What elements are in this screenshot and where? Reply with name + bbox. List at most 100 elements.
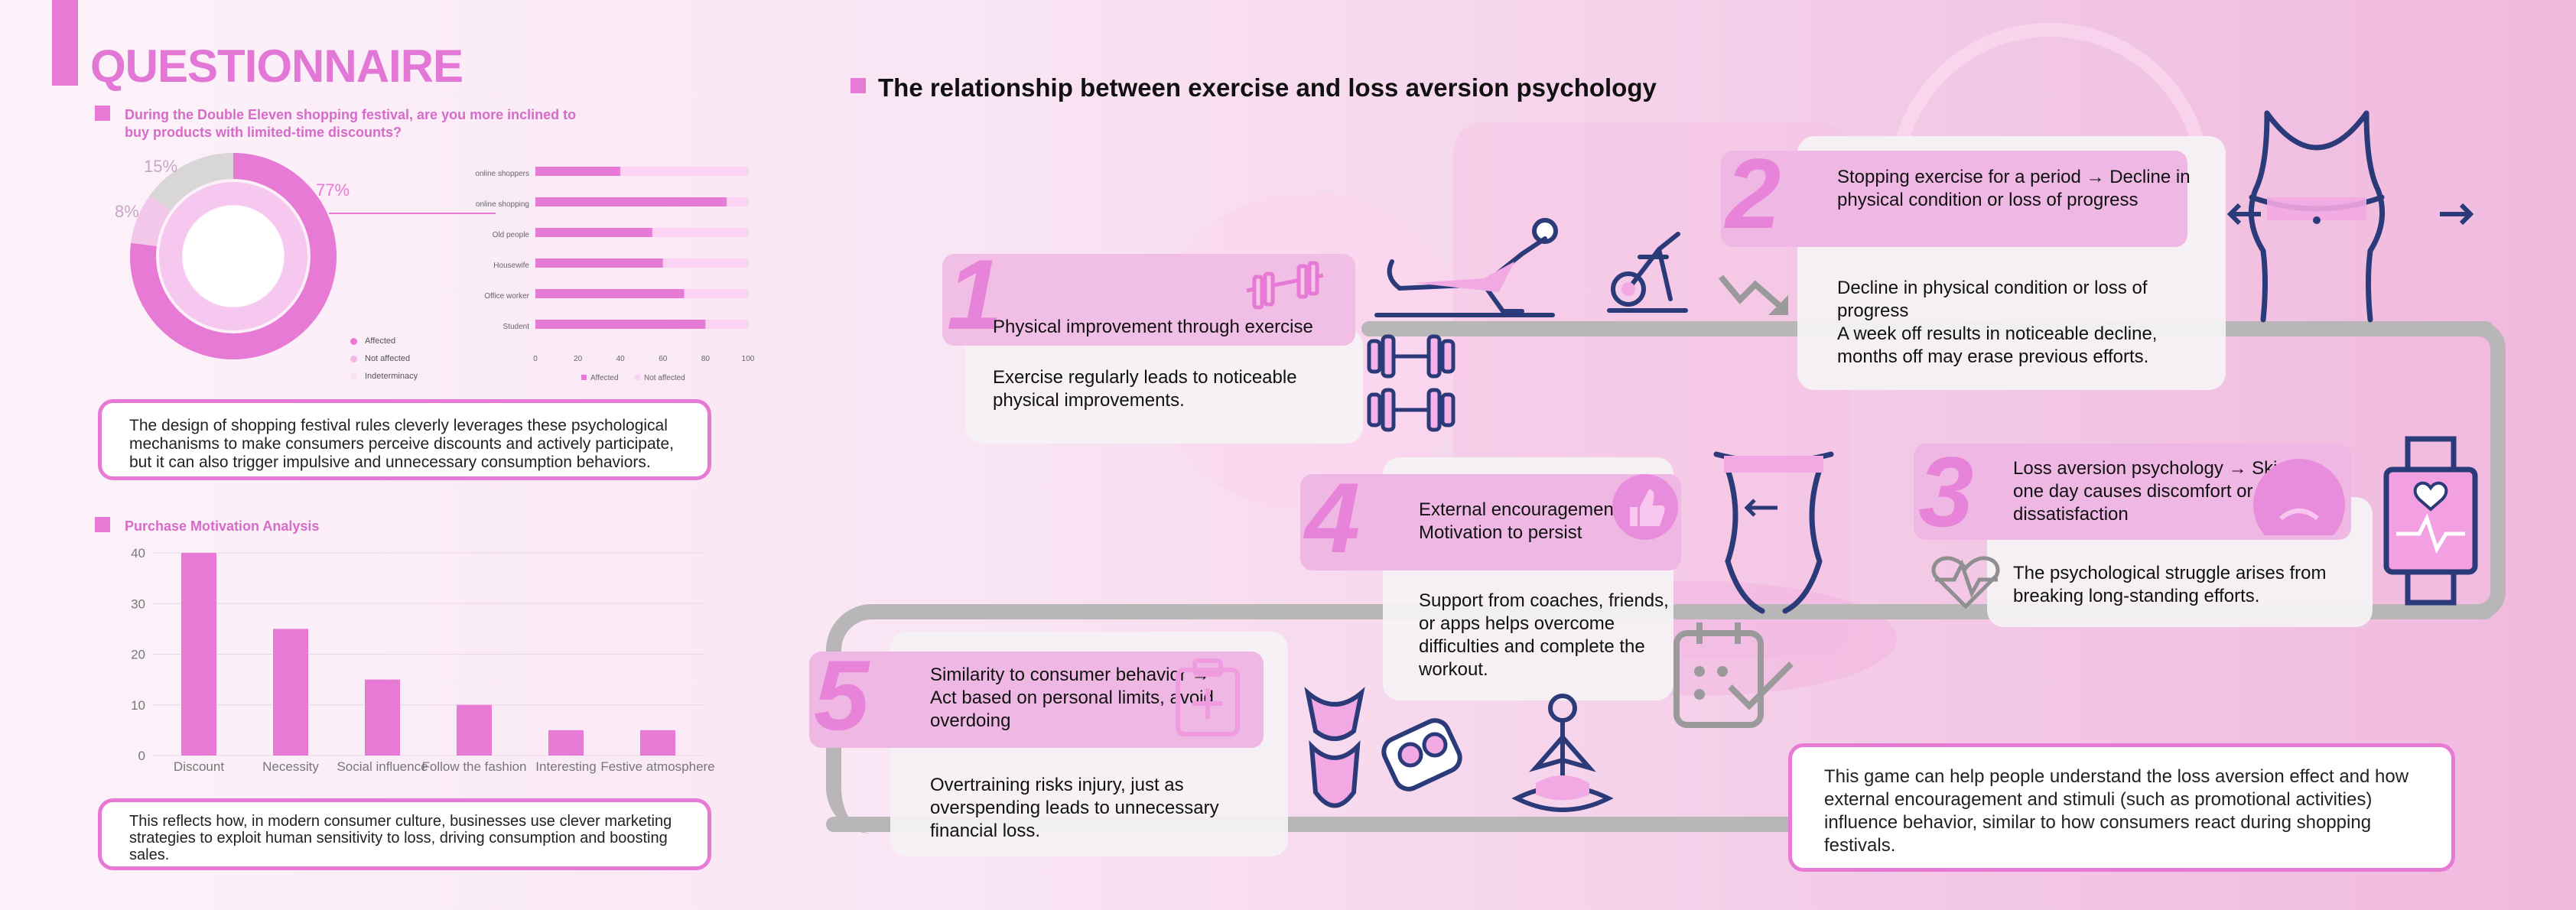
hbar-x-tick: 20 xyxy=(574,355,583,363)
hbar-bar-affected xyxy=(535,228,652,237)
conclusion-text: This game can help people understand the… xyxy=(1824,766,2409,856)
heartbeat-icon xyxy=(1931,556,2000,609)
vbar-category-label: Follow the fashion xyxy=(421,759,526,774)
vbar-y-tick: 10 xyxy=(131,698,145,713)
donut-label-indeterminacy: 8% xyxy=(115,202,139,221)
summary-box-1-text: The design of shopping festival rules cl… xyxy=(129,417,674,471)
exercise-bike-icon xyxy=(1607,232,1688,313)
legend-item-indeterminacy: Indeterminacy xyxy=(350,372,418,381)
question-bullet xyxy=(95,106,110,121)
vbar-category-label: Festive atmosphere xyxy=(600,759,714,774)
horizontal-bar-chart: Experienced online shoppersNewcomers to … xyxy=(474,167,755,382)
swimsuit-icon xyxy=(1304,687,1365,808)
hbar-category-label: Housewife xyxy=(493,262,529,270)
vbar-category-label: Necessity xyxy=(262,759,319,774)
donut-inner-ring xyxy=(159,182,307,330)
title-accent-bar xyxy=(52,0,78,86)
vbar-y-tick: 30 xyxy=(131,596,145,611)
step-4-number: 4 xyxy=(1305,462,1361,574)
dumbbell-icon xyxy=(1367,334,1456,432)
barbell-icon xyxy=(1246,261,1324,310)
vbar-bar xyxy=(365,679,400,756)
summary-box-1: The design of shopping festival rules cl… xyxy=(98,399,711,480)
situp-person-icon xyxy=(1374,218,1558,317)
hbar-legend-label: Affected xyxy=(590,374,619,382)
vbar-bar xyxy=(457,704,492,756)
medical-kit-icon xyxy=(1176,658,1240,736)
donut-hole xyxy=(183,206,284,307)
motivation-title: Purchase Motivation Analysis xyxy=(125,518,320,534)
thumbs-up-icon xyxy=(1612,474,1678,540)
donut-legend: Affected Not affected Indeterminacy xyxy=(350,336,418,381)
step-1-heading: Physical improvement through exercise xyxy=(993,317,1313,337)
goggles-icon xyxy=(1381,718,1462,791)
right-title: The relationship between exercise and lo… xyxy=(878,73,1657,102)
hbar-legend-label: Not affected xyxy=(644,374,685,382)
step-4-heading: External encouragement → Motivation to p… xyxy=(1419,499,1643,543)
left-arrow-icon xyxy=(2226,203,2261,226)
motivation-bullet xyxy=(95,517,110,532)
conclusion-box: This game can help people understand the… xyxy=(1788,743,2455,872)
summary-box-2: This reflects how, in modern consumer cu… xyxy=(98,798,711,870)
sad-face-icon xyxy=(2253,459,2345,535)
step-1-number: 1 xyxy=(947,239,1003,350)
smartwatch-icon xyxy=(2383,436,2478,606)
step-3-number: 3 xyxy=(1918,436,1974,548)
step-2-banner xyxy=(1721,151,2187,247)
hbar-category-label: Newcomers to online shopping xyxy=(474,200,529,209)
donut-label-not-affected: 15% xyxy=(144,157,178,176)
question-text: During the Double Eleven shopping festiv… xyxy=(125,107,577,140)
step-5-body: Overtraining risks injury, just as overs… xyxy=(930,775,1219,841)
vbar-bar xyxy=(548,730,584,756)
hbar-bar-not-affected xyxy=(620,167,748,176)
hbar-category-label: Experienced online shoppers xyxy=(474,170,529,178)
step-1-body: Exercise regularly leads to noticeable p… xyxy=(993,367,1297,411)
donut-slice-affected xyxy=(130,153,337,359)
step-3-heading: Loss aversion psychology → Skipping one … xyxy=(2013,458,2323,525)
hbar-bar-not-affected xyxy=(652,228,748,237)
hbar-bar-affected xyxy=(535,289,685,298)
hbar-bar-affected xyxy=(535,320,706,329)
vbar-y-tick: 0 xyxy=(138,749,145,763)
hbar-bar-affected xyxy=(535,258,663,268)
hbar-x-tick: 80 xyxy=(701,355,711,363)
step-5-number: 5 xyxy=(814,639,870,751)
vbar-category-label: Social influence xyxy=(337,759,428,774)
legend-item-affected: Affected xyxy=(350,336,418,346)
right-title-bullet xyxy=(851,78,866,93)
vbar-bar xyxy=(640,730,675,756)
donut-chart xyxy=(130,153,337,359)
calendar-check-icon xyxy=(1673,622,1794,728)
step-1-banner xyxy=(942,254,1355,346)
waist-icon xyxy=(1713,451,1834,614)
hbar-x-tick: 100 xyxy=(742,355,755,363)
legend-item-not-affected: Not affected xyxy=(350,354,418,363)
hbar-category-label: Old people xyxy=(493,231,530,239)
hbar-category-label: Office worker xyxy=(484,292,529,301)
step-2-body: Decline in physical condition or loss of… xyxy=(1837,278,2158,367)
hbar-legend-swatch xyxy=(581,375,587,380)
hbar-x-tick: 40 xyxy=(616,355,626,363)
vbar-y-tick: 40 xyxy=(131,546,145,561)
step-4-body: Support from coaches, friends, or apps h… xyxy=(1419,590,1669,680)
step-3-body: The psychological struggle arises from b… xyxy=(2013,563,2327,606)
hbar-legend-swatch xyxy=(635,375,640,380)
tank-top-icon xyxy=(2248,110,2386,323)
donut-leader-line xyxy=(329,213,496,214)
down-arrow-icon xyxy=(1718,275,1788,315)
hbar-bar-affected xyxy=(535,197,727,206)
hbar-bar-not-affected xyxy=(727,197,748,206)
step-2-number: 2 xyxy=(1725,138,1781,249)
hbar-bar-not-affected xyxy=(662,258,748,268)
hbar-category-label: Student xyxy=(503,323,530,331)
vbar-category-label: Interesting xyxy=(535,759,596,774)
vbar-bar xyxy=(181,553,216,756)
summary-box-2-text: This reflects how, in modern consumer cu… xyxy=(129,813,672,863)
step-1-body-card xyxy=(965,329,1363,444)
hbar-x-tick: 0 xyxy=(533,355,538,363)
step-5-heading: Similarity to consumer behavior → Act ba… xyxy=(930,665,1214,731)
hbar-x-tick: 60 xyxy=(659,355,668,363)
vbar-bar xyxy=(273,629,308,756)
hbar-bar-affected xyxy=(535,167,621,176)
